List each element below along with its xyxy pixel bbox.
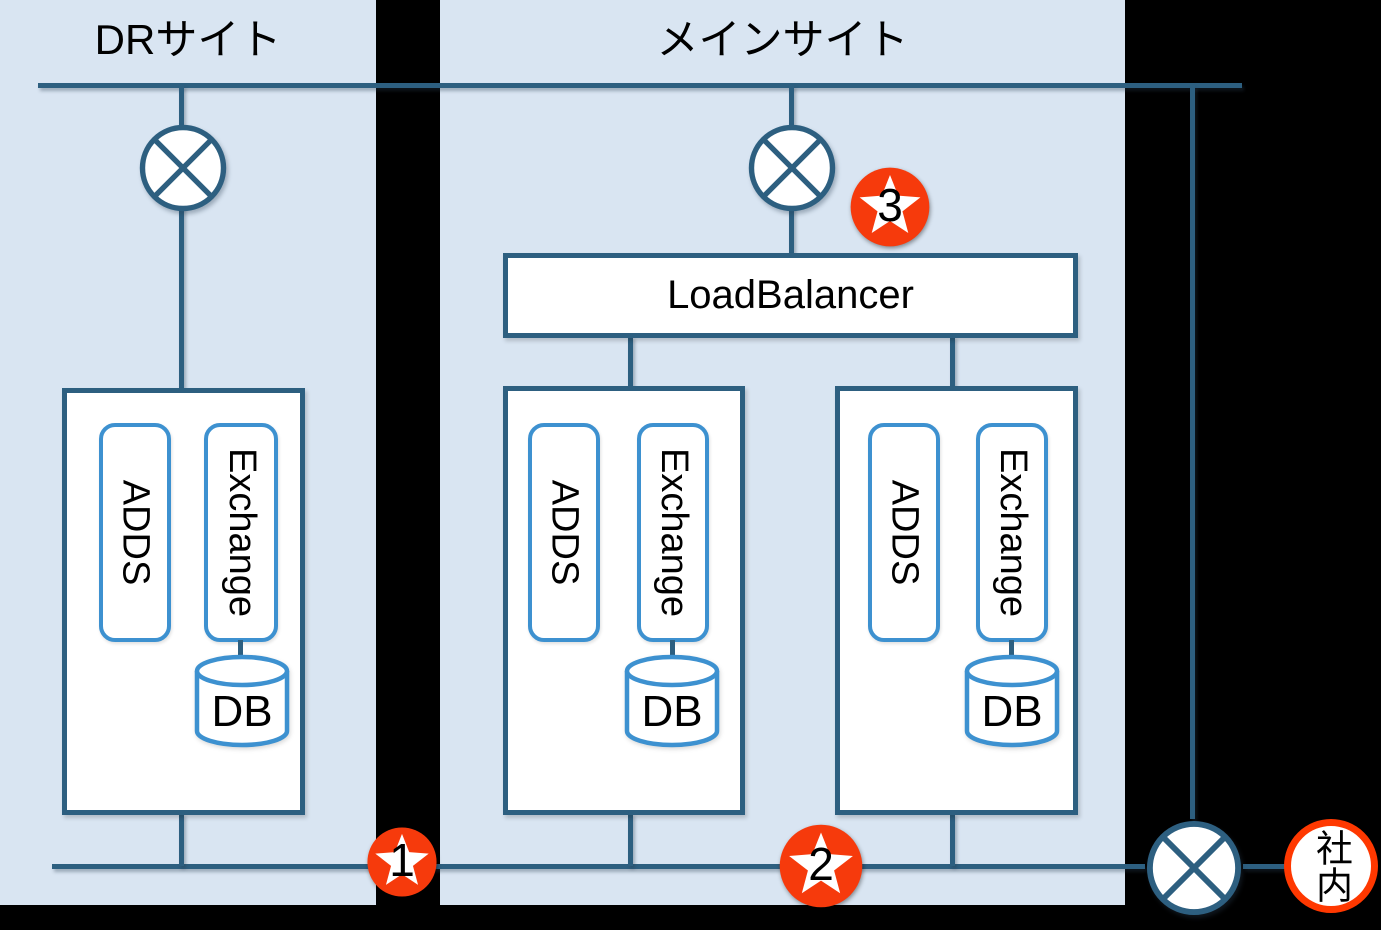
internal-label: 社内 (1310, 829, 1352, 903)
dr-adds-label: ADDS (114, 479, 157, 586)
star-badge-3: 3 (849, 166, 931, 248)
server1-bottom-connector (628, 813, 633, 866)
badge-1-number: 1 (389, 833, 415, 886)
server2-exchange-db-connector (1009, 640, 1014, 664)
dr-top-connector (179, 85, 184, 388)
dr-exchange-label: Exchange (220, 447, 263, 618)
star-badge-2: 2 (778, 823, 864, 909)
server1-exchange-label: Exchange (652, 447, 695, 618)
server2-adds-label: ADDS (883, 479, 926, 586)
dr-exchange-db-connector (238, 640, 243, 664)
dr-exchange-service: Exchange (204, 423, 278, 642)
star-badge-1: 1 (366, 826, 438, 898)
main-site-title: メインサイト (656, 16, 909, 63)
bottom-network-line (52, 864, 1145, 869)
bottom-line-to-internal (1243, 864, 1285, 869)
server1-db-label: DB (641, 687, 703, 736)
server1-adds-label: ADDS (543, 479, 586, 586)
main-network-node-icon (747, 123, 837, 213)
server2-bottom-connector (950, 813, 955, 866)
loadbalancer-box: LoadBalancer (503, 253, 1078, 338)
dr-adds-service: ADDS (99, 423, 171, 642)
dr-bottom-connector (179, 813, 184, 866)
lb-to-server2-connector (950, 336, 955, 388)
lb-to-server1-connector (628, 336, 633, 388)
server1-exchange-db-connector (670, 640, 675, 664)
server2-exchange-label: Exchange (991, 447, 1034, 618)
dr-db-label: DB (211, 687, 273, 736)
server2-db-cylinder-icon: DB (964, 654, 1060, 748)
server1-exchange-service: Exchange (637, 423, 709, 642)
badge-2-number: 2 (808, 837, 834, 890)
internal-network-node-icon (1145, 819, 1243, 917)
top-network-line (38, 83, 1242, 88)
server2-exchange-service: Exchange (976, 423, 1048, 642)
server1-db-cylinder-icon: DB (624, 654, 720, 748)
dr-site-title: DRサイト (94, 16, 282, 63)
badge-3-number: 3 (877, 178, 903, 231)
loadbalancer-label: LoadBalancer (667, 273, 914, 317)
right-vertical-connector (1190, 85, 1195, 819)
dr-network-node-icon (138, 123, 228, 213)
server2-db-label: DB (981, 687, 1043, 736)
server2-adds-service: ADDS (868, 423, 940, 642)
internal-network-circle: 社内 (1284, 819, 1378, 913)
server1-adds-service: ADDS (528, 423, 600, 642)
dr-db-cylinder-icon: DB (194, 654, 290, 748)
